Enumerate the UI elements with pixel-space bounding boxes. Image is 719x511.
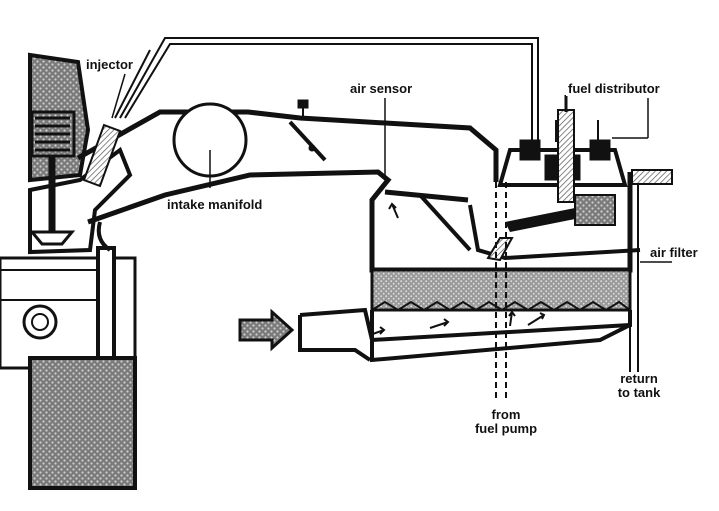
fuel-distributor-body (497, 95, 673, 203)
flow-arrows (369, 202, 546, 336)
sensor-lever (486, 194, 616, 262)
injector-body (82, 49, 151, 188)
leader-lines (111, 73, 672, 263)
label-return-line1: return (620, 371, 658, 386)
label-from-fuel-pump: from fuel pump (462, 408, 550, 436)
label-fuel-distributor: fuel distributor (566, 81, 662, 96)
label-air-filter: air filter (648, 245, 700, 260)
valve-spring (28, 110, 76, 246)
throttle-valve (288, 99, 327, 162)
fuel-line-to-injector (119, 37, 539, 140)
fuel-lines (495, 182, 639, 400)
label-air-sensor: air sensor (348, 81, 415, 96)
label-from-line2: fuel pump (474, 421, 538, 436)
air-inlet-arrow (238, 308, 295, 352)
label-intake-manifold: intake manifold (165, 197, 265, 212)
cylinder (0, 246, 137, 490)
air-filter-box (298, 268, 632, 363)
label-injector: injector (84, 57, 135, 72)
intake-manifold (76, 102, 499, 252)
label-from-line1: from (491, 407, 521, 422)
label-return-to-tank: return to tank (610, 372, 668, 400)
label-return-line2: to tank (617, 385, 661, 400)
